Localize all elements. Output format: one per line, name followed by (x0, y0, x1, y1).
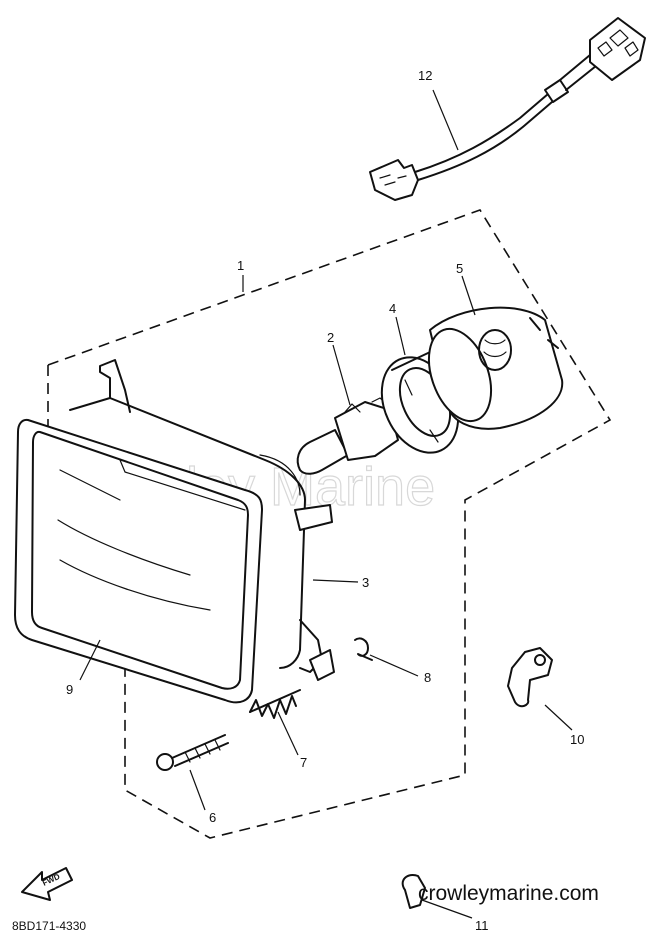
headlight-frame-part-9[interactable] (14, 418, 263, 704)
callout-1: 1 (237, 258, 244, 273)
callout-3: 3 (362, 575, 369, 590)
forward-arrow-icon: FWD (21, 867, 73, 901)
spring-part-7[interactable] (249, 689, 301, 719)
headlight-housing-part-3[interactable] (57, 359, 335, 681)
callout-7: 7 (300, 755, 307, 770)
callout-9: 9 (66, 682, 73, 697)
wire-harness-part-12[interactable] (369, 17, 646, 201)
leader-lines (79, 89, 573, 919)
callout-6: 6 (209, 810, 216, 825)
rubber-cover-part-5[interactable] (417, 306, 564, 430)
clip-part-8[interactable] (354, 637, 373, 661)
assembly-boundary (47, 209, 612, 839)
callout-4: 4 (389, 301, 396, 316)
clamp-part-11[interactable] (401, 874, 426, 909)
callout-8: 8 (424, 670, 431, 685)
bracket-part-10[interactable] (507, 647, 553, 708)
website-text: crowleymarine.com (418, 882, 599, 905)
callout-10: 10 (570, 732, 584, 747)
callout-2: 2 (327, 330, 334, 345)
screw-part-6[interactable] (156, 734, 229, 771)
callout-11: 11 (475, 918, 489, 933)
callout-12: 12 (418, 68, 432, 83)
callout-5: 5 (456, 261, 463, 276)
diagram-code: 8BD171-4330 (12, 919, 86, 933)
